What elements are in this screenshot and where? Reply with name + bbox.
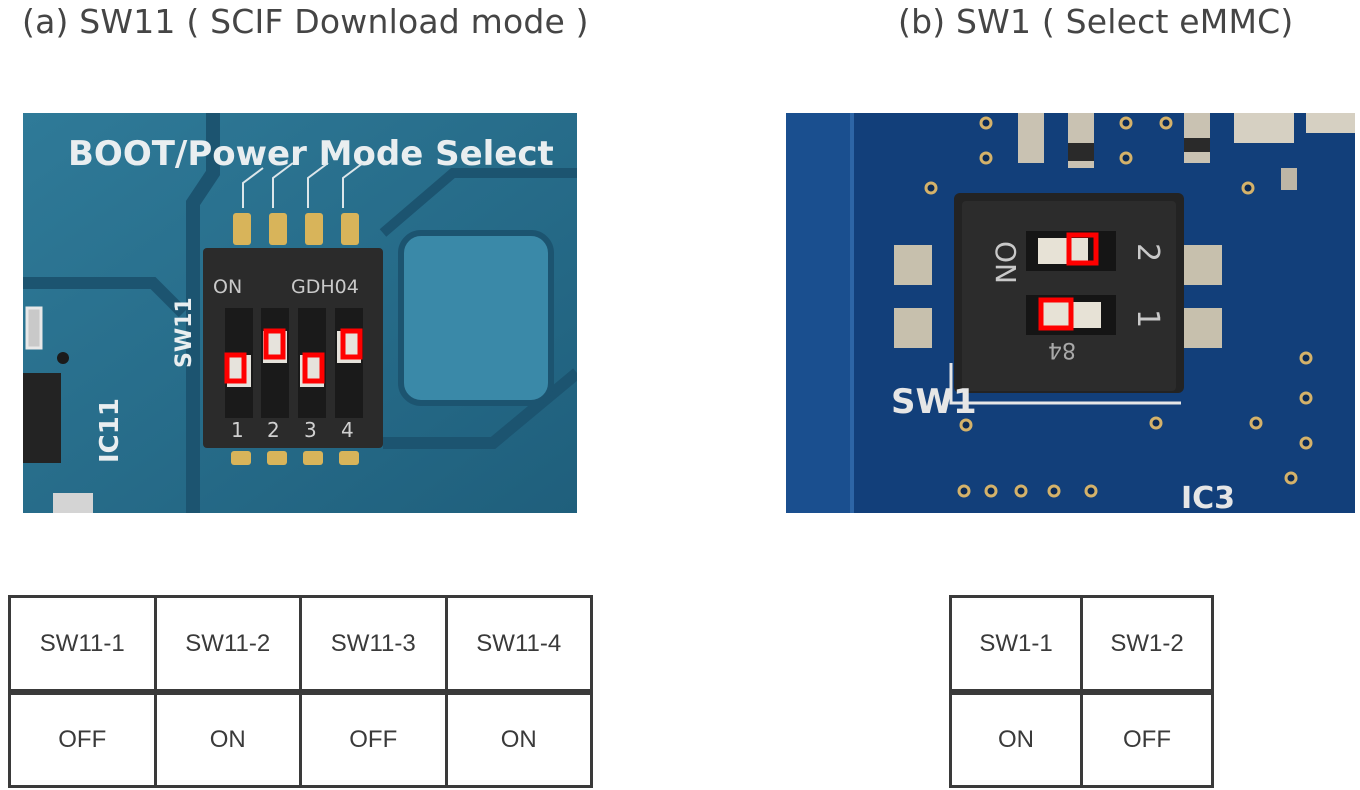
copper-pour (398, 230, 554, 406)
table-header-cell: SW11-2 (153, 595, 302, 695)
table-row: OFF ON OFF ON (8, 690, 593, 788)
sw11-part-code: GDH04 (291, 276, 359, 298)
table-cell: ON (949, 690, 1083, 788)
table-header-cell: SW11-4 (444, 595, 593, 695)
switch-actuator-2 (1038, 238, 1088, 264)
switch-top-pads (233, 213, 359, 245)
side-pads (894, 245, 1222, 348)
table-header-cell: SW11-1 (8, 595, 157, 695)
sw11-label: SW11 (172, 297, 197, 368)
switch-bottom-pads (231, 451, 359, 465)
vias (924, 116, 1313, 498)
sw1-body-code: 84 (1048, 337, 1076, 362)
table-header-cell: SW1-1 (949, 595, 1083, 695)
svg-text:1: 1 (231, 418, 244, 442)
sw1-settings-table: SW1-1 SW1-2 ON OFF (949, 595, 1214, 788)
svg-text:3: 3 (304, 418, 317, 442)
silkscreen-leads (242, 162, 364, 208)
switch-position-numbers: 1 2 3 4 (231, 418, 354, 442)
table-cell: OFF (8, 690, 157, 788)
table-header-cell: SW11-3 (299, 595, 448, 695)
pcb-trace (379, 168, 577, 237)
chip-component (23, 373, 61, 463)
sw11-on-label: ON (213, 276, 242, 298)
panel-a-title: (a) SW11 ( SCIF Download mode ) (22, 2, 589, 41)
sw1-photo: ON 2 1 84 SW1 IC3 (786, 113, 1355, 513)
table-cell: OFF (1080, 690, 1214, 788)
smd-component (25, 306, 43, 350)
pcb-trace (186, 113, 220, 513)
sw11-photo: BOOT/Power Mode Select ON GDH04 (23, 113, 577, 513)
table-cell: ON (444, 690, 593, 788)
pcb-trace (23, 277, 188, 318)
sw11-settings-table: SW11-1 SW11-2 SW11-3 SW11-4 OFF ON OFF O… (8, 595, 593, 788)
ic11-label: IC11 (95, 398, 125, 463)
smd-component (53, 493, 93, 513)
svg-text:2: 2 (267, 418, 280, 442)
sw1-pos-1-label: 1 (1130, 309, 1165, 328)
table-cell: OFF (299, 690, 448, 788)
silkscreen-title: BOOT/Power Mode Select (68, 134, 554, 174)
panel-b-title: (b) SW1 ( Select eMMC) (898, 2, 1294, 41)
highlight-boxes (224, 328, 363, 384)
sw1-on-label: ON (989, 241, 1022, 284)
svg-text:4: 4 (341, 418, 354, 442)
table-row: ON OFF (949, 690, 1214, 788)
top-components (1018, 113, 1355, 190)
silkscreen-outline (949, 363, 1181, 405)
sw1-label: SW1 (891, 382, 977, 422)
table-header-row: SW1-1 SW1-2 (949, 595, 1214, 695)
highlight-box-sw1-2 (1066, 232, 1099, 266)
highlight-box-sw1-1 (1038, 297, 1074, 331)
table-cell: ON (153, 690, 302, 788)
pcb-edge (786, 113, 852, 513)
ic3-label: IC3 (1181, 481, 1235, 513)
sw1-pos-2-label: 2 (1130, 243, 1165, 262)
table-header-row: SW11-1 SW11-2 SW11-3 SW11-4 (8, 595, 593, 695)
table-header-cell: SW1-2 (1080, 595, 1214, 695)
via (57, 352, 69, 364)
